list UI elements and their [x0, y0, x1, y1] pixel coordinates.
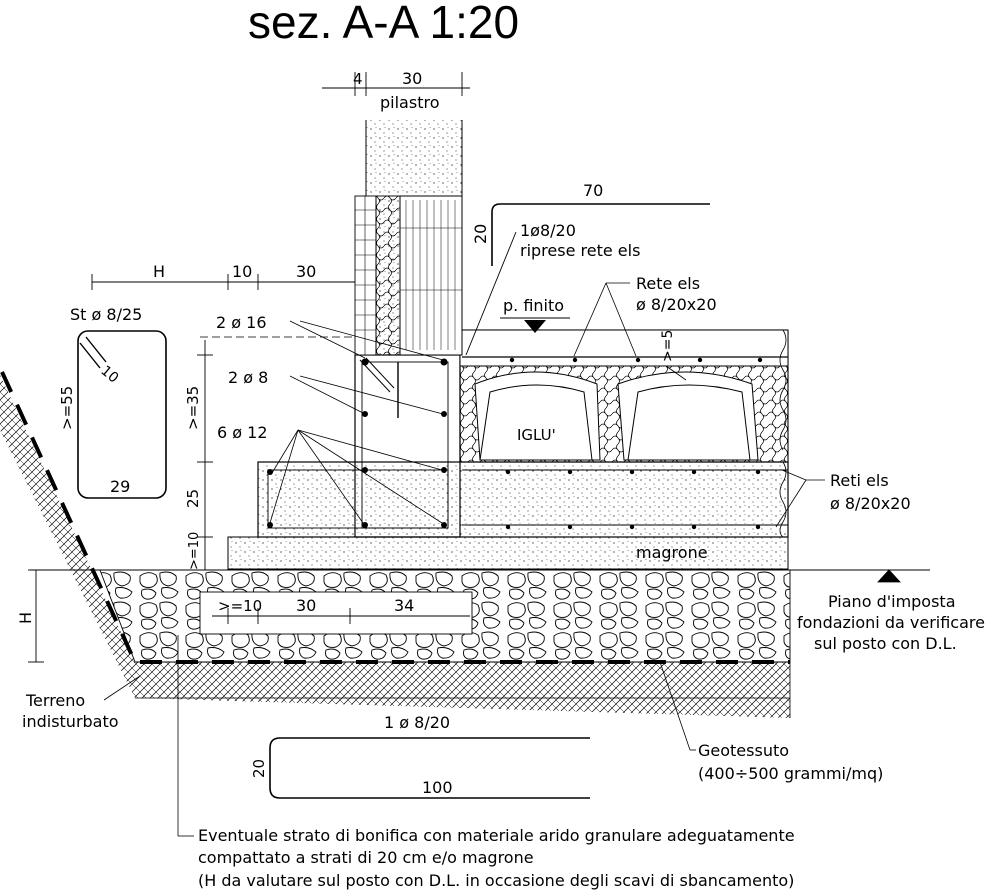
mesh-top-spec: ø 8/20x20 [636, 295, 717, 314]
plane-line3: sul posto con D.L. [814, 634, 957, 653]
lean-concrete [227, 536, 789, 570]
bottom-rebar-spec: 1 ø 8/20 [384, 713, 450, 732]
geo-line2: (400÷500 grammi/mq) [698, 764, 883, 783]
mesh-bottom-spec: ø 8/20x20 [830, 494, 911, 513]
top-rebar-spec: 1ø8/20 [520, 221, 576, 240]
top-rebar-desc: riprese rete els [520, 241, 640, 260]
bottom-rebar-hook: 20 [250, 759, 268, 778]
gravel-d3: 34 [394, 596, 414, 615]
iglu-label: IGLU' [517, 426, 556, 444]
drawing-title: sez. A-A 1:20 [248, 0, 519, 48]
dim-35: >=35 [184, 386, 202, 430]
gravel-d1: >=10 [218, 597, 262, 615]
dim-h-top: H [153, 262, 165, 281]
mesh-top-label: Rete els [636, 274, 700, 293]
bar-callouts: 2 ø 16 2 ø 8 6 ø 12 [216, 313, 444, 524]
finish-label: p. finito [503, 296, 564, 315]
undisturbed-soil [0, 375, 791, 718]
stirrup-height: >=55 [58, 386, 76, 430]
top-rebar-detail: 70 20 1ø8/20 riprese rete els [465, 181, 710, 356]
iglu-slab [459, 329, 789, 538]
pillar [354, 120, 463, 356]
bars-16: 2 ø 16 [216, 313, 267, 332]
bars-12: 6 ø 12 [217, 423, 268, 442]
note-line2: compattato a strati di 20 cm e/o magrone [198, 848, 534, 867]
geotextile-callout: Geotessuto (400÷500 grammi/mq) [659, 661, 883, 783]
bottom-mesh-callout: Reti els ø 8/20x20 [775, 469, 911, 528]
stirrup-width: 29 [110, 477, 130, 496]
pillar-dim-left: 4 [353, 70, 363, 88]
bottom-note: Eventuale strato di bonifica con materia… [177, 635, 795, 890]
note-line3: (H da valutare sul posto con D.L. in occ… [198, 871, 794, 890]
dim-10-bottom: >=10 [187, 532, 202, 570]
left-dimensions: H 10 30 >=35 25 >=10 [91, 262, 355, 570]
plane-line2: fondazioni da verificare [797, 613, 985, 632]
pillar-label: pilastro [380, 93, 439, 112]
geo-line1: Geotessuto [698, 741, 789, 760]
stirrup-detail: St ø 8/25 10 >=55 29 [58, 305, 167, 499]
bottom-rebar-length: 100 [422, 778, 453, 797]
note-line1: Eventuale strato di bonifica con materia… [198, 826, 795, 845]
plane-line1: Piano d'imposta [828, 592, 956, 611]
soil-line2: indisturbato [22, 712, 119, 731]
ground-level-marker [877, 568, 901, 583]
lean-label: magrone [636, 543, 708, 562]
pillar-dimension: 4 30 pilastro [322, 69, 470, 112]
bars-8: 2 ø 8 [228, 368, 268, 387]
gravel-dimensions: H >=10 30 34 [16, 569, 470, 663]
foundation-plane-note: Piano d'imposta fondazioni da verificare… [797, 592, 985, 653]
mesh-bottom-label: Reti els [830, 471, 889, 490]
dim-25: 25 [184, 489, 202, 508]
top-mesh-callout: Rete els ø 8/20x20 >=5 [573, 274, 717, 381]
dim-30-top: 30 [296, 262, 316, 281]
finished-floor: p. finito [500, 296, 570, 333]
mesh-top-cover: >=5 [660, 330, 676, 362]
top-rebar-length: 70 [583, 181, 603, 200]
gravel-h: H [16, 612, 35, 624]
dim-10-top: 10 [232, 262, 252, 281]
top-rebar-hook: 20 [471, 224, 490, 244]
pillar-dim-right: 30 [402, 69, 422, 88]
soil-callout: Terreno indisturbato [22, 675, 141, 731]
stirrup-spec: St ø 8/25 [70, 305, 142, 324]
bottom-rebar-detail: 1 ø 8/20 20 100 [250, 713, 590, 799]
gravel-d2: 30 [296, 596, 316, 615]
soil-line1: Terreno [25, 691, 85, 710]
stirrup-hook: 10 [97, 363, 121, 387]
